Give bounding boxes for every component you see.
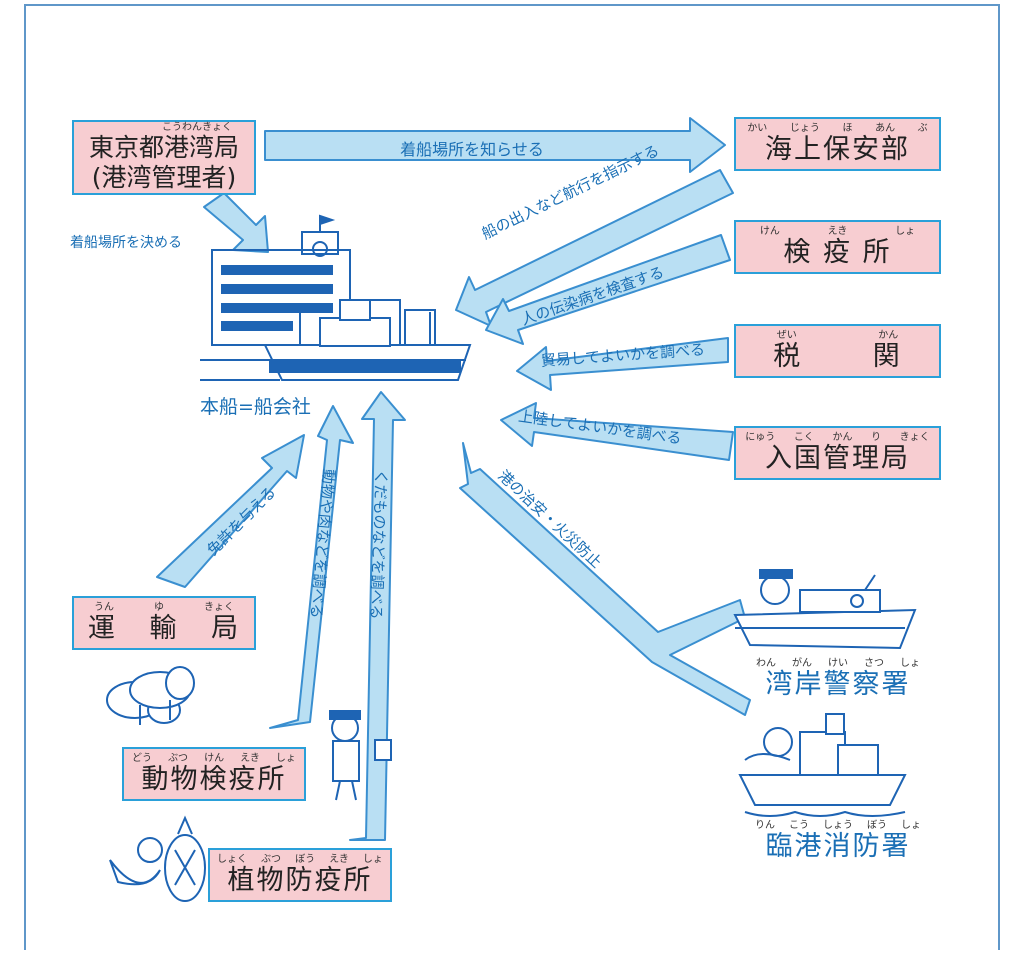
page-frame bbox=[24, 4, 1000, 950]
ruby: けい bbox=[828, 658, 848, 669]
box-title: 税 関 bbox=[773, 341, 902, 372]
ruby: わん bbox=[756, 658, 776, 669]
ruby: こう bbox=[789, 820, 809, 831]
ruby: しょ bbox=[895, 226, 916, 237]
arrow-check-animals bbox=[269, 405, 354, 729]
ruby: かい bbox=[747, 123, 768, 134]
tokyo-port-bureau-box: こうわんきょく 東京都港湾局 (港湾管理者) bbox=[72, 120, 256, 195]
fire-station-label: りん こう しょう ぼう しょ 臨港消防署 bbox=[748, 820, 928, 862]
ruby: しょ bbox=[275, 753, 296, 764]
immigration-bureau-box: にゅう こく かん り きょく 入国管理局 bbox=[734, 426, 941, 480]
arrow-check-disease bbox=[485, 234, 731, 345]
arrow-direct-navigation bbox=[455, 169, 734, 327]
ruby: しょ bbox=[901, 820, 921, 831]
ruby: きょく bbox=[204, 602, 234, 613]
ruby: ぶつ bbox=[168, 753, 189, 764]
animal-quarantine-box: どう ぶつ けん えき しょ 動物検疫所 bbox=[122, 747, 306, 801]
fruits-illustration bbox=[109, 815, 206, 902]
ruby: ぶつ bbox=[261, 854, 282, 865]
box-title: 臨港消防署 bbox=[765, 831, 911, 862]
fire-boat-illustration bbox=[738, 713, 907, 817]
box-title: 植物防疫所 bbox=[227, 865, 373, 896]
box-title: 湾岸警察署 bbox=[765, 669, 911, 700]
ruby: どう bbox=[132, 753, 153, 764]
arrow-grant-license bbox=[156, 434, 305, 588]
plant-quarantine-box: しょく ぶつ ぼう えき しょ 植物防疫所 bbox=[208, 848, 392, 902]
ruby: かん bbox=[832, 432, 853, 443]
ruby: しょ bbox=[362, 854, 383, 865]
ruby-row: けん えき しょ bbox=[736, 226, 939, 237]
arrow-check-landing bbox=[500, 402, 734, 461]
customs-box: ぜい かん 税 関 bbox=[734, 324, 941, 378]
coast-guard-box: かい じょう ほ あん ぶ 海上保安部 bbox=[734, 117, 941, 171]
ruby: じょう bbox=[789, 123, 820, 134]
ruby: しょく bbox=[217, 854, 248, 865]
building-illustration bbox=[211, 214, 436, 351]
animals-illustration bbox=[106, 666, 195, 725]
ruby: かん bbox=[878, 330, 899, 341]
ruby-row: どう ぶつ けん えき しょ bbox=[124, 753, 304, 764]
ruby: しょ bbox=[900, 658, 920, 669]
ruby: ぶ bbox=[917, 123, 928, 134]
box-title: 海上保安部 bbox=[765, 134, 910, 165]
ruby: ぜい bbox=[776, 330, 797, 341]
arrow-label-notify-berth: 着船場所を知らせる bbox=[400, 140, 544, 159]
ruby-text: こうわんきょく bbox=[162, 122, 232, 133]
ship-illustration bbox=[200, 299, 472, 381]
box-title: 検 疫 所 bbox=[736, 237, 939, 268]
arrow-check-trade bbox=[516, 337, 729, 391]
ship-company-label: 本船=船会社 bbox=[200, 396, 311, 418]
transport-bureau-box: うん ゆ きょく 運 輸 局 bbox=[72, 596, 256, 650]
box-title-text: 検 疫 所 bbox=[783, 237, 892, 268]
ruby-row: にゅう こく かん り きょく bbox=[736, 432, 939, 443]
ruby: ぼう bbox=[867, 820, 887, 831]
ruby: ほ bbox=[842, 123, 853, 134]
police-boat-illustration bbox=[733, 569, 917, 650]
ruby: こく bbox=[793, 432, 814, 443]
box-title: 入国管理局 bbox=[765, 443, 910, 474]
ruby-row: ぜい かん bbox=[736, 330, 939, 341]
ruby: がん bbox=[792, 658, 812, 669]
arrow-notify-berth bbox=[264, 117, 726, 173]
box-title: 動物検疫所 bbox=[141, 764, 287, 795]
ruby-row: りん こう しょう ぼう しょ bbox=[748, 820, 928, 831]
arrow-security-fire bbox=[459, 442, 751, 716]
ruby: り bbox=[871, 432, 882, 443]
ruby: えき bbox=[329, 854, 349, 865]
inspector-illustration bbox=[329, 710, 392, 801]
box-subtitle: (港湾管理者) bbox=[91, 163, 237, 192]
harbor-police-label: わん がん けい さつ しょ 湾岸警察署 bbox=[748, 658, 928, 700]
box-title: 東京都港湾局 bbox=[88, 133, 239, 162]
ruby: えき bbox=[240, 753, 260, 764]
arrow-decide-berth bbox=[203, 192, 269, 253]
ruby: うん bbox=[94, 602, 114, 613]
ruby-row: かい じょう ほ あん ぶ bbox=[736, 123, 939, 134]
ruby: きょく bbox=[899, 432, 930, 443]
ruby: えき bbox=[827, 226, 848, 237]
arrow-check-fruit bbox=[349, 391, 406, 841]
ruby: さつ bbox=[864, 658, 884, 669]
ruby-row: わん がん けい さつ しょ bbox=[748, 658, 928, 669]
arrow-label-decide-berth: 着船場所を決める bbox=[70, 235, 182, 251]
ruby: あん bbox=[875, 123, 896, 134]
ruby: けん bbox=[759, 226, 780, 237]
quarantine-station-box: けん えき しょ 検 疫 所 bbox=[734, 220, 941, 274]
ruby: りん bbox=[755, 820, 775, 831]
ruby: しょう bbox=[823, 820, 853, 831]
ruby: けん bbox=[204, 753, 225, 764]
ruby: ゆ bbox=[154, 602, 164, 613]
ruby-row: うん ゆ きょく bbox=[74, 602, 254, 613]
ruby: ぼう bbox=[295, 854, 316, 865]
box-title: 運 輸 局 bbox=[87, 613, 241, 644]
ruby: にゅう bbox=[745, 432, 776, 443]
ruby-row: しょく ぶつ ぼう えき しょ bbox=[210, 854, 390, 865]
